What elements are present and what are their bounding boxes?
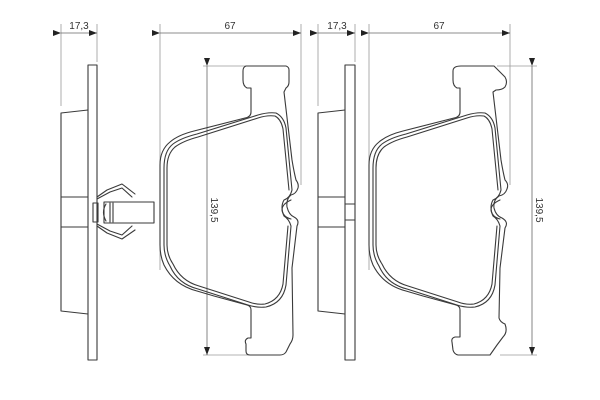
height-dimension-left: 139,5 bbox=[204, 58, 219, 355]
backing-plate-outline-left bbox=[159, 65, 299, 356]
thickness-dimension-right: 17,3 bbox=[310, 21, 355, 36]
backing-plate-right bbox=[344, 64, 356, 361]
left-side-profile: 17,3 bbox=[53, 21, 155, 361]
wear-clip bbox=[92, 183, 155, 240]
friction-material-left bbox=[60, 109, 89, 315]
height-dimension-right: 139,5 bbox=[529, 58, 544, 355]
thickness-label-right: 17,3 bbox=[327, 21, 347, 32]
width-label-left: 67 bbox=[224, 21, 236, 32]
right-side-profile: 17,3 bbox=[310, 21, 356, 361]
thickness-dimension-left: 17,3 bbox=[53, 21, 97, 36]
backing-plate-outline-right bbox=[368, 65, 509, 356]
width-label-right: 67 bbox=[433, 21, 445, 32]
width-dimension-right: 67 bbox=[361, 21, 510, 36]
height-label-right: 139,5 bbox=[533, 197, 544, 222]
thickness-label-left: 17,3 bbox=[69, 21, 89, 32]
left-front-view: 67 139,5 bbox=[152, 21, 302, 356]
backing-plate-left bbox=[87, 64, 98, 361]
height-label-left: 139,5 bbox=[208, 197, 219, 222]
friction-material-right bbox=[317, 109, 346, 315]
width-dimension-left: 67 bbox=[152, 21, 301, 36]
right-front-view: 67 139,5 bbox=[361, 21, 544, 356]
